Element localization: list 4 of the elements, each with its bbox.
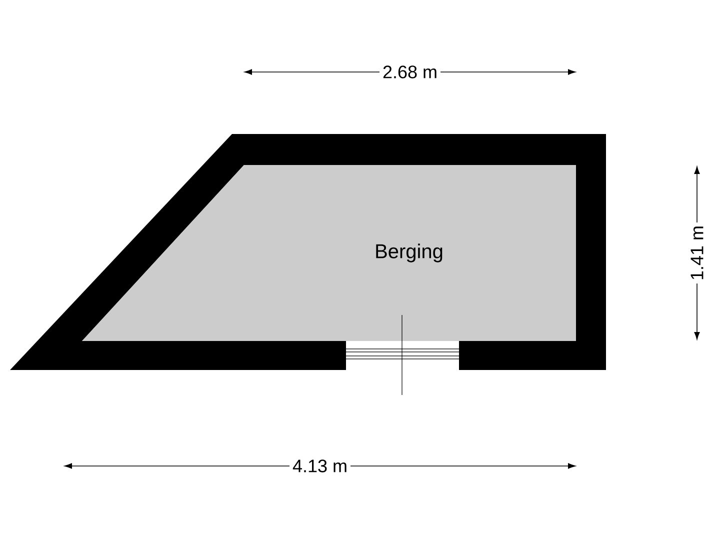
dimension-label: 4.13 m	[290, 456, 351, 476]
dimension-label: 2.68 m	[380, 62, 441, 82]
dimension-label: 1.41 m	[688, 222, 706, 284]
room: Berging	[82, 164, 576, 341]
